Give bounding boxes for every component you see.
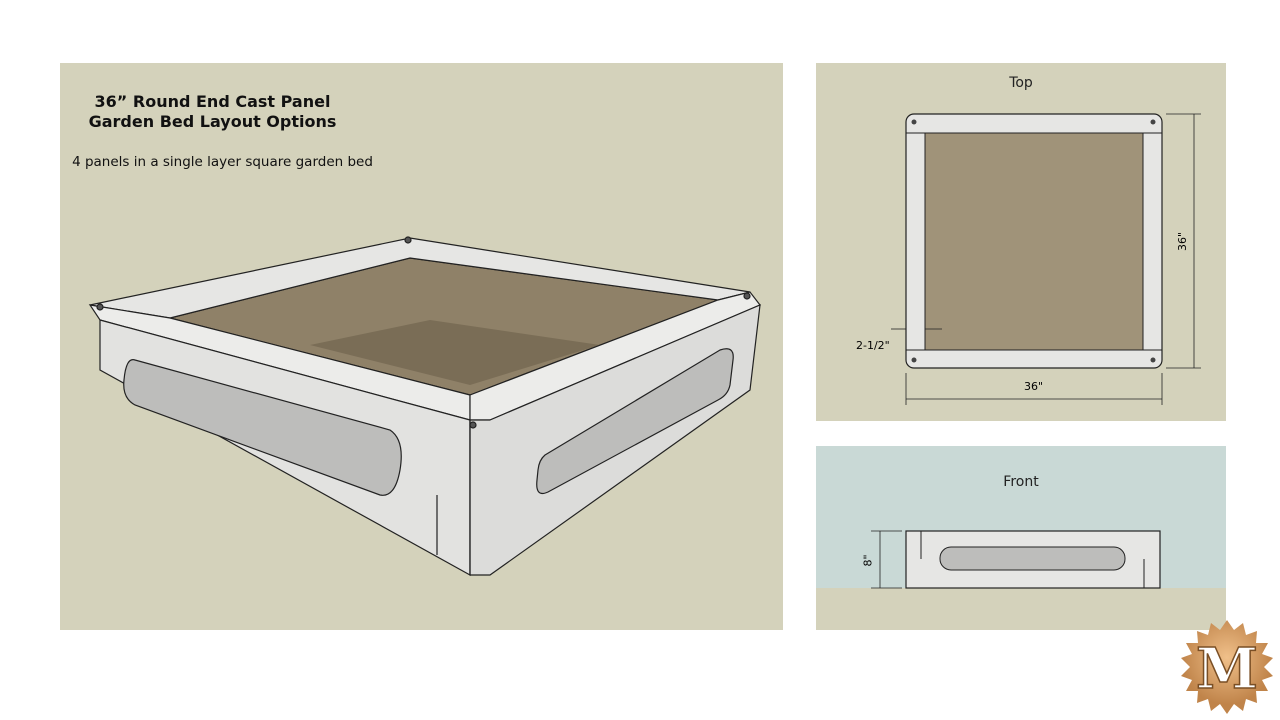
title-line-2: Garden Bed Layout Options xyxy=(88,112,337,131)
title-line-1: 36” Round End Cast Panel xyxy=(94,92,331,111)
saw-blade-logo-icon: M xyxy=(1181,620,1273,714)
front-height-dimension: 8" xyxy=(861,554,875,567)
slide-title: 36” Round End Cast Panel Garden Bed Layo… xyxy=(80,92,345,132)
front-view-panel: Front 8" xyxy=(816,446,1226,630)
top-view-panel: Top 36" 36" 2-1/2" xyxy=(816,63,1226,421)
ground xyxy=(816,588,1226,630)
brand-logo: M xyxy=(1178,618,1276,716)
top-view-label: Top xyxy=(1009,75,1033,91)
offset-dimension: 2-1/2" xyxy=(856,339,890,352)
height-dimension: 36" xyxy=(1176,231,1190,252)
front-view-label: Front xyxy=(1003,474,1039,490)
slide-subtitle: 4 panels in a single layer square garden… xyxy=(72,154,373,170)
garden-bed-3d-drawing xyxy=(88,236,761,577)
front-view-drawing xyxy=(871,530,1161,589)
top-view-drawing xyxy=(891,113,1201,405)
svg-text:M: M xyxy=(1196,636,1258,702)
width-dimension: 36" xyxy=(1024,380,1044,393)
iso-view-panel: 36” Round End Cast Panel Garden Bed Layo… xyxy=(60,63,783,630)
